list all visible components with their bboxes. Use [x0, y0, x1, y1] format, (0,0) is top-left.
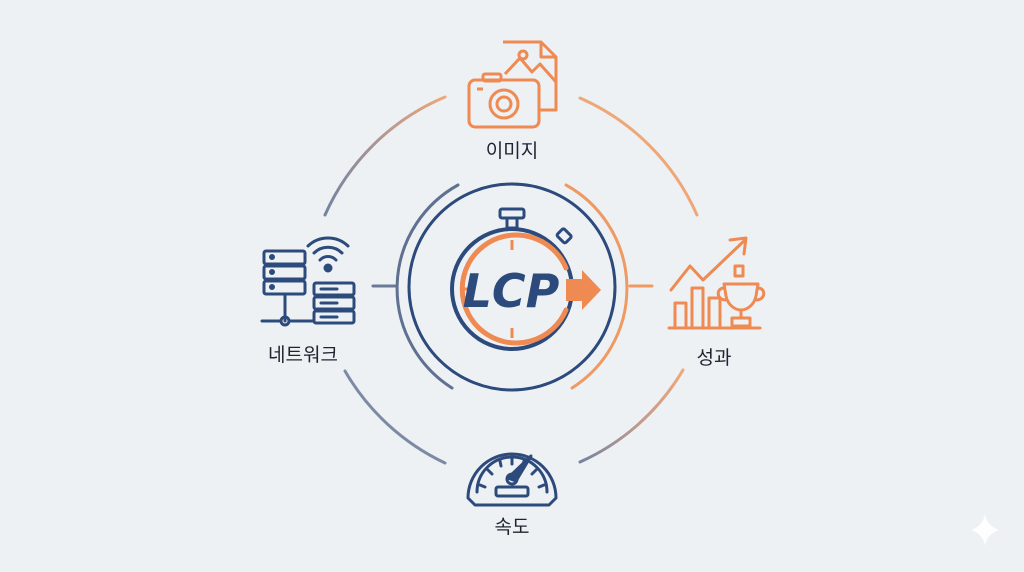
speedometer-icon: [466, 452, 558, 507]
server-wifi-icon: [260, 236, 356, 327]
outer-arc-bottom-left: [343, 369, 447, 465]
arrow-right-icon: [566, 270, 601, 310]
sparkle-icon: [971, 514, 999, 546]
label-network: 네트워크: [268, 344, 338, 366]
outer-ring: [323, 95, 699, 465]
inner-circle: [407, 182, 617, 392]
outer-arc-bottom-right: [578, 368, 685, 464]
label-speed: 속도: [494, 516, 530, 538]
camera-photo-icon: [467, 40, 558, 129]
label-image: 이미지: [485, 140, 539, 162]
outer-arc-top-right: [578, 96, 699, 217]
label-performance: 성과: [696, 347, 732, 369]
center-lcp-text: LCP: [463, 264, 560, 318]
growth-chart-trophy-icon: [667, 236, 766, 330]
outer-arc-top-left: [323, 95, 447, 217]
middle-ring: [395, 183, 629, 390]
middle-arc-left: [395, 183, 460, 390]
middle-arc-right: [564, 183, 629, 390]
